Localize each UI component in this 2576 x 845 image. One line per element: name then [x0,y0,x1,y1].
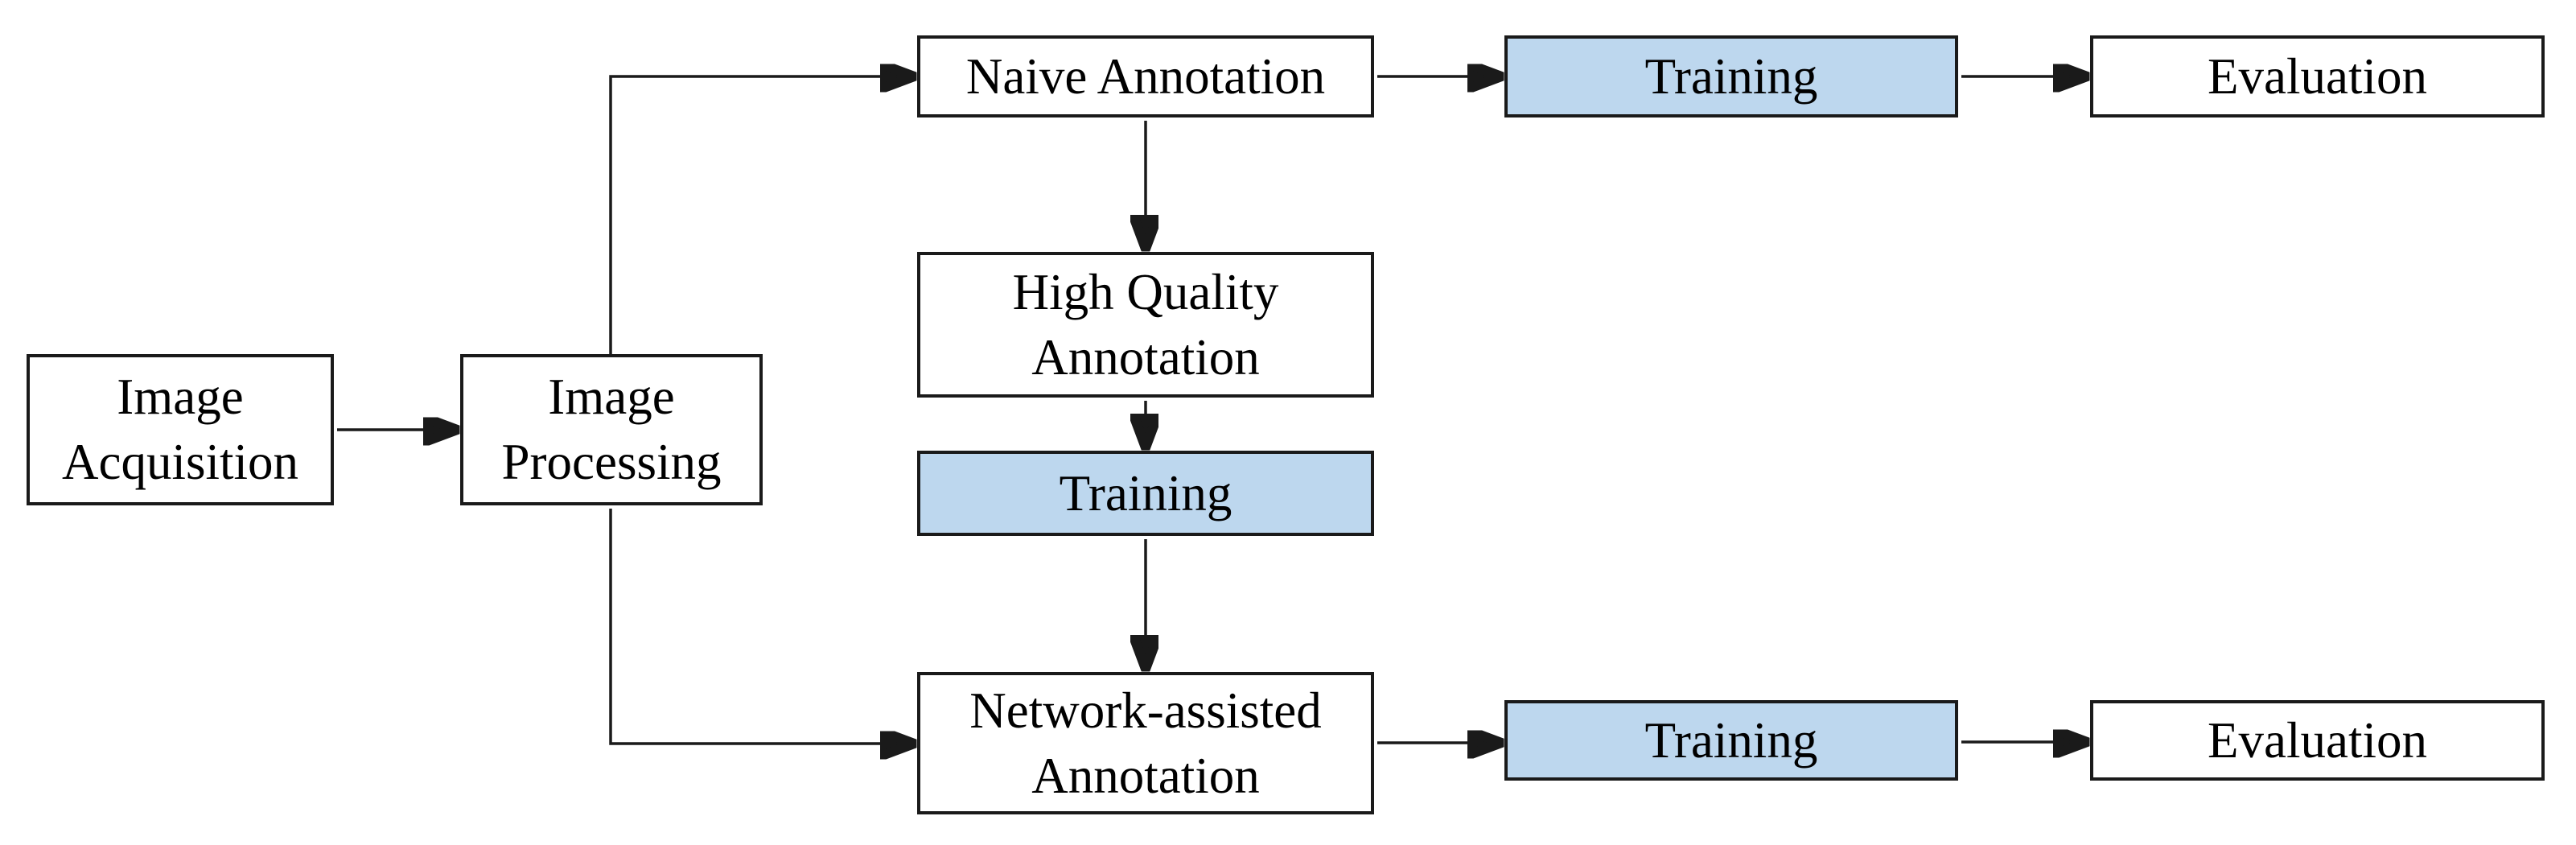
node-high-quality-annotation: High Quality Annotation [917,252,1374,398]
node-network-assisted-annotation: Network-assisted Annotation [917,672,1374,814]
node-training-top: Training [1504,35,1958,117]
node-naive-annotation: Naive Annotation [917,35,1374,117]
node-evaluation-bottom: Evaluation [2090,700,2545,781]
node-training-middle: Training [917,451,1374,536]
node-image-acquisition: Image Acquisition [27,354,334,505]
connector-image-processing-to-naive-annotation [609,76,914,354]
node-image-processing: Image Processing [460,354,763,505]
node-evaluation-top: Evaluation [2090,35,2545,117]
node-training-bottom: Training [1504,700,1958,781]
connector-image-processing-to-network-assisted-annotation [609,509,914,744]
